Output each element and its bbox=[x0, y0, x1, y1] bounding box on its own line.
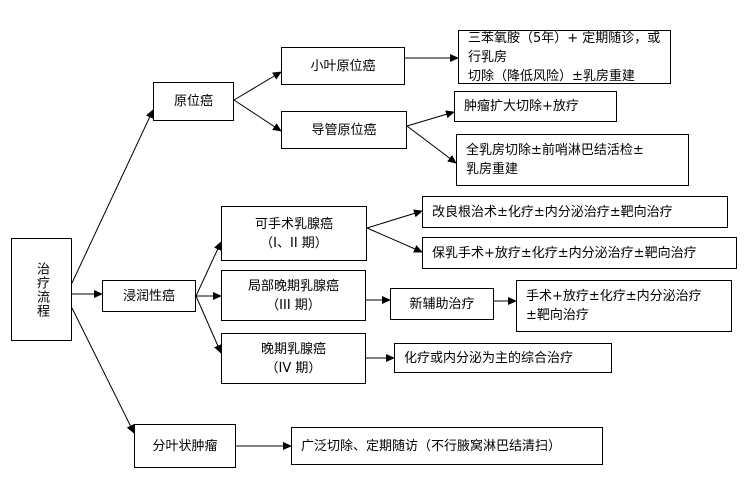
arrow-insitu-ductal bbox=[233, 99, 282, 132]
node-lobular-treatment-line2: 切除（降低风险）±乳房重建 bbox=[468, 68, 635, 84]
node-operable-treatment-2: 保乳手术+放疗±化疗±内分泌治疗±靶向治疗 bbox=[422, 237, 737, 269]
node-operable-treatment-2-label: 保乳手术+放疗±化疗±内分泌治疗±靶向治疗 bbox=[432, 245, 697, 261]
node-ductal-treatment-1-label: 肿瘤扩大切除+放疗 bbox=[464, 99, 579, 114]
node-neoadjuvant: 新辅助治疗 bbox=[390, 288, 494, 320]
arrow-operable-tx2 bbox=[366, 227, 423, 253]
node-phyllodes: 分叶状肿瘤 bbox=[134, 424, 236, 468]
node-locally-advanced-line1: 局部晚期乳腺癌 bbox=[247, 278, 339, 294]
node-ductal-treatment-2-line1: 全乳房切除±前哨淋巴结活检± bbox=[466, 143, 644, 158]
arrow-insitu-lobular bbox=[233, 71, 282, 101]
node-locally-advanced-line2: （III 期） bbox=[266, 297, 321, 313]
node-root: 治疗流程 bbox=[11, 238, 72, 341]
node-root-label: 治疗流程 bbox=[34, 261, 49, 318]
node-operable-treatment-1-label: 改良根治术±化疗±内分泌治疗±靶向治疗 bbox=[432, 204, 673, 220]
arrow-ductal-tx2 bbox=[406, 125, 457, 164]
node-phyllodes-treatment-label: 广泛切除、定期随访（不行腋窝淋巴结清扫） bbox=[301, 438, 562, 454]
node-operable: 可手术乳腺癌 （I、II 期） bbox=[221, 206, 367, 261]
node-operable-line2: （I、II 期） bbox=[260, 235, 328, 251]
arrow-operable-tx1 bbox=[366, 209, 423, 229]
node-operable-line1: 可手术乳腺癌 bbox=[254, 216, 333, 232]
node-ductal-treatment-1: 肿瘤扩大切除+放疗 bbox=[454, 91, 617, 122]
arrow-invasive-operable bbox=[195, 241, 222, 297]
node-late-treatment: 化疗或内分泌为主的综合治疗 bbox=[394, 343, 612, 373]
node-late: 晚期乳腺癌 （IV 期） bbox=[221, 333, 366, 384]
node-ductal-treatment-2-line2: 乳房重建 bbox=[466, 162, 519, 177]
node-neoadjuvant-treatment-line2: ±靶向治疗 bbox=[526, 308, 589, 323]
node-invasive-label: 浸润性癌 bbox=[122, 288, 175, 304]
node-neoadjuvant-label: 新辅助治疗 bbox=[409, 296, 475, 312]
node-insitu-label: 原位癌 bbox=[173, 94, 213, 109]
node-late-line2: （IV 期） bbox=[265, 360, 322, 376]
node-locally-advanced: 局部晚期乳腺癌 （III 期） bbox=[221, 270, 366, 321]
node-insitu: 原位癌 bbox=[153, 82, 234, 121]
node-lobular-treatment-line1: 三苯氧胺（5年）+ 定期随诊，或行乳房 bbox=[468, 30, 661, 65]
node-ductal: 导管原位癌 bbox=[281, 111, 407, 149]
node-late-line1: 晚期乳腺癌 bbox=[260, 341, 326, 357]
node-invasive: 浸润性癌 bbox=[102, 280, 196, 312]
node-phyllodes-label: 分叶状肿瘤 bbox=[152, 438, 218, 454]
arrow-ductal-tx1 bbox=[406, 110, 455, 127]
node-lobular-label: 小叶原位癌 bbox=[310, 58, 376, 74]
arrow-root-insitu bbox=[71, 109, 154, 284]
node-operable-treatment-1: 改良根治术±化疗±内分泌治疗±靶向治疗 bbox=[422, 196, 728, 228]
node-lobular: 小叶原位癌 bbox=[281, 47, 405, 85]
node-lobular-treatment: 三苯氧胺（5年）+ 定期随诊，或行乳房 切除（降低风险）±乳房重建 bbox=[458, 30, 671, 84]
arrow-root-phyllodes bbox=[71, 307, 135, 434]
node-neoadjuvant-treatment-line1: 手术+放疗±化疗±内分泌治疗 bbox=[526, 289, 702, 304]
node-phyllodes-treatment: 广泛切除、定期随访（不行腋窝淋巴结清扫） bbox=[291, 427, 603, 465]
node-neoadjuvant-treatment: 手术+放疗±化疗±内分泌治疗 ±靶向治疗 bbox=[516, 280, 732, 332]
arrow-invasive-late bbox=[195, 295, 222, 354]
node-late-treatment-label: 化疗或内分泌为主的综合治疗 bbox=[404, 350, 574, 366]
node-ductal-label: 导管原位癌 bbox=[311, 122, 377, 138]
node-ductal-treatment-2: 全乳房切除±前哨淋巴结活检± 乳房重建 bbox=[456, 134, 689, 186]
